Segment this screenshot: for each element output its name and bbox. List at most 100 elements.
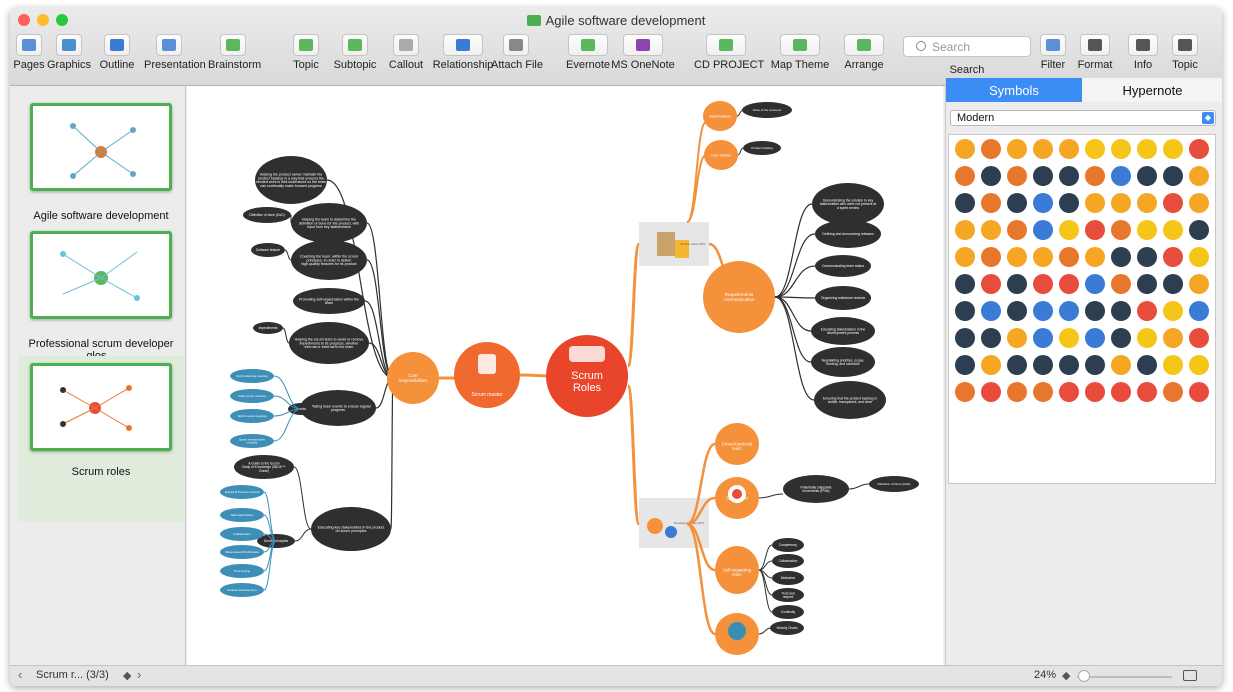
toolbar-ms-onenote-button[interactable]: MS OneNote	[611, 34, 675, 71]
stakeholders-node[interactable]	[703, 101, 737, 131]
symbol-icon[interactable]	[981, 382, 1001, 402]
symbol-icon[interactable]	[981, 355, 1001, 375]
symbol-icon[interactable]	[1059, 328, 1079, 348]
event-item[interactable]	[230, 389, 274, 403]
symbol-icon[interactable]	[955, 247, 975, 267]
po-item[interactable]	[742, 102, 792, 118]
toolbar-relationship-button[interactable]: Relationship	[431, 34, 495, 71]
requirement-item[interactable]	[811, 317, 875, 345]
symbol-icon[interactable]	[981, 220, 1001, 240]
zoom-level[interactable]: 24%	[1034, 669, 1057, 681]
sprint-goal-item[interactable]	[783, 475, 849, 503]
dev-node[interactable]	[715, 546, 759, 594]
toolbar-topic-button[interactable]: Topic	[1160, 34, 1210, 71]
symbol-icon[interactable]	[1033, 139, 1053, 159]
toolbar-graphics-button[interactable]: Graphics	[44, 34, 94, 71]
symbol-icon[interactable]	[1007, 193, 1027, 213]
symbol-theme-select[interactable]: Modern◆	[950, 110, 1216, 126]
symbol-icon[interactable]	[1137, 193, 1157, 213]
tab-symbols[interactable]: Symbols	[946, 78, 1082, 102]
requirement-item[interactable]	[815, 220, 881, 248]
symbol-icon[interactable]	[1163, 247, 1183, 267]
page-thumbnail-3[interactable]: Scrum roles	[18, 356, 184, 521]
page-thumbnail-1[interactable]: Agile software development	[18, 96, 184, 261]
symbol-icon[interactable]	[1111, 382, 1131, 402]
toolbar-evernote-button[interactable]: Evernote	[556, 34, 620, 71]
symbol-icon[interactable]	[1111, 139, 1131, 159]
symbol-icon[interactable]	[1007, 301, 1027, 321]
symbol-icon[interactable]	[1163, 193, 1183, 213]
symbol-icon[interactable]	[1007, 355, 1027, 375]
core-item[interactable]	[311, 507, 391, 551]
symbol-icon[interactable]	[1085, 220, 1105, 240]
next-page-icon[interactable]: ›	[137, 667, 142, 682]
requirement-item[interactable]	[815, 286, 871, 310]
symbol-icon[interactable]	[1033, 166, 1053, 186]
self-org-item[interactable]	[772, 571, 804, 585]
symbol-icon[interactable]	[955, 328, 975, 348]
symbol-icon[interactable]	[955, 382, 975, 402]
symbol-icon[interactable]	[1163, 301, 1183, 321]
requirement-item[interactable]	[811, 347, 875, 377]
symbol-icon[interactable]	[1059, 274, 1079, 294]
symbol-icon[interactable]	[1059, 166, 1079, 186]
symbol-icon[interactable]	[1033, 193, 1053, 213]
symbol-icon[interactable]	[955, 139, 975, 159]
symbol-icon[interactable]	[1163, 220, 1183, 240]
core-tag[interactable]	[243, 207, 291, 223]
symbol-icon[interactable]	[1137, 166, 1157, 186]
core-item[interactable]	[291, 203, 367, 243]
principle-item[interactable]	[220, 564, 264, 578]
toolbar-outline-button[interactable]: Outline	[92, 34, 142, 71]
core-responsibilities-node[interactable]	[387, 352, 439, 404]
symbol-icon[interactable]	[1111, 328, 1131, 348]
symbol-icon[interactable]	[1111, 220, 1131, 240]
symbol-icon[interactable]	[1033, 247, 1053, 267]
symbol-icon[interactable]	[1085, 274, 1105, 294]
symbol-icon[interactable]	[981, 301, 1001, 321]
search-input[interactable]: Search	[903, 36, 1031, 57]
toolbar-callout-button[interactable]: Callout	[381, 34, 431, 71]
self-org-item[interactable]	[772, 554, 804, 568]
symbol-icon[interactable]	[1189, 355, 1209, 375]
symbol-icon[interactable]	[1085, 355, 1105, 375]
maximize-button[interactable]	[56, 14, 68, 26]
toolbar-topic-button[interactable]: Topic	[281, 34, 331, 71]
symbol-icon[interactable]	[981, 139, 1001, 159]
page-thumbnail-2[interactable]: Professional scrum developer glos...	[18, 224, 184, 389]
core-tag[interactable]	[234, 455, 294, 479]
zoom-slider-knob[interactable]	[1078, 670, 1090, 682]
symbol-icon[interactable]	[1007, 274, 1027, 294]
symbol-icon[interactable]	[1111, 166, 1131, 186]
symbol-icon[interactable]	[1085, 328, 1105, 348]
previous-page-icon[interactable]: ‹	[18, 667, 23, 682]
symbol-icon[interactable]	[1137, 355, 1157, 375]
stepper-icon[interactable]: ◆	[123, 670, 132, 682]
symbol-icon[interactable]	[1111, 301, 1131, 321]
symbol-icon[interactable]	[1163, 274, 1183, 294]
symbol-icon[interactable]	[1111, 274, 1131, 294]
toolbar-cd-project-button[interactable]: CD PROJECT	[694, 34, 764, 71]
symbol-icon[interactable]	[981, 274, 1001, 294]
symbol-icon[interactable]	[1163, 382, 1183, 402]
symbol-icon[interactable]	[1189, 220, 1209, 240]
event-item[interactable]	[230, 434, 274, 448]
symbol-icon[interactable]	[1033, 301, 1053, 321]
requirement-item[interactable]	[815, 255, 871, 277]
symbol-icon[interactable]	[1059, 301, 1079, 321]
toolbar-map-theme-button[interactable]: Map Theme	[768, 34, 832, 71]
symbol-icon[interactable]	[955, 301, 975, 321]
symbol-icon[interactable]	[955, 166, 975, 186]
tab-hypernote[interactable]: Hypernote	[1082, 78, 1222, 102]
symbol-icon[interactable]	[981, 166, 1001, 186]
sprint-goal-item[interactable]	[869, 476, 919, 492]
symbol-icon[interactable]	[1007, 139, 1027, 159]
symbol-icon[interactable]	[981, 247, 1001, 267]
core-tag[interactable]	[253, 322, 283, 334]
core-item[interactable]	[291, 240, 367, 280]
requirement-item[interactable]	[812, 183, 884, 225]
toolbar-info-button[interactable]: Info	[1116, 34, 1170, 71]
core-item[interactable]	[289, 322, 369, 364]
core-tag[interactable]	[251, 243, 285, 257]
symbol-icon[interactable]	[1137, 247, 1157, 267]
